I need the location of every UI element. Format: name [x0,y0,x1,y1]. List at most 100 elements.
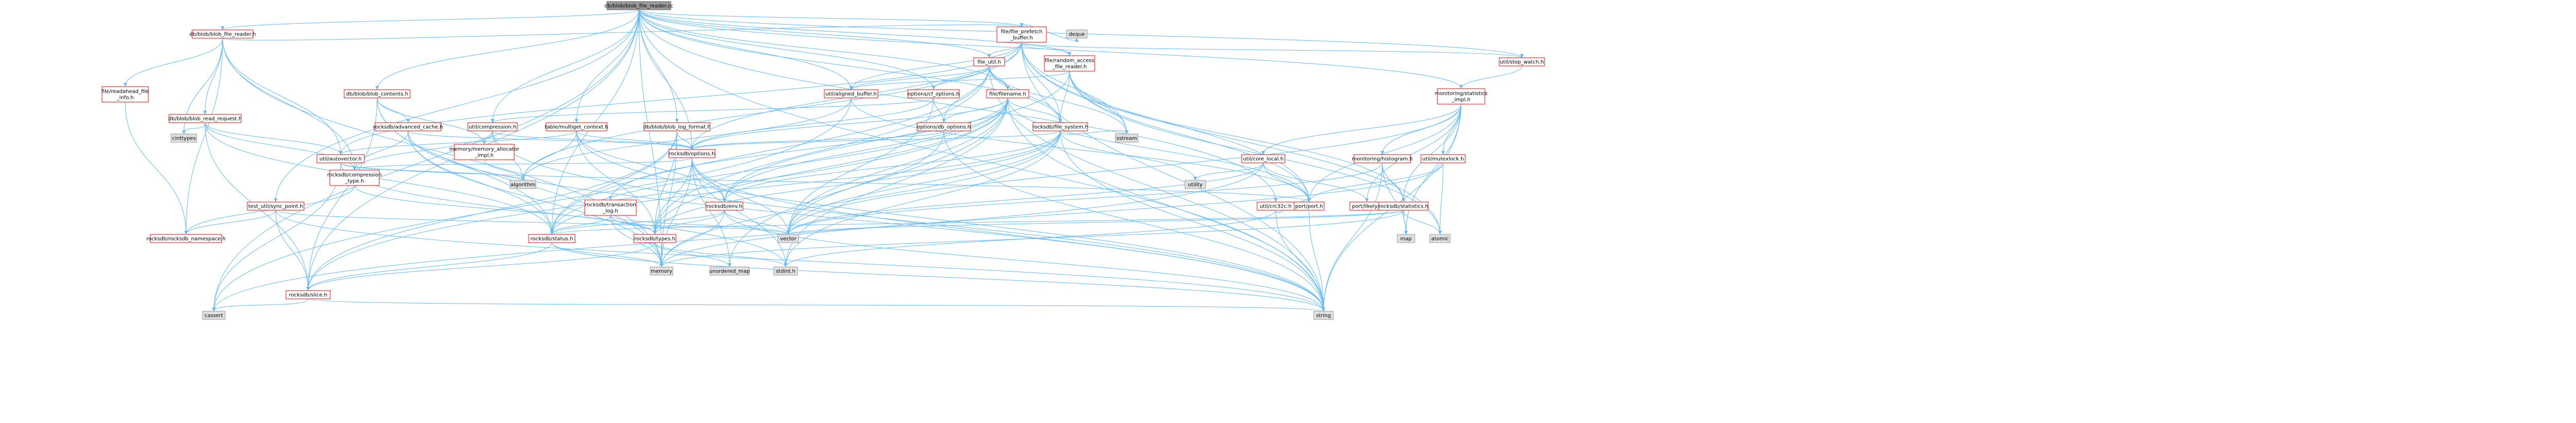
node-mutexlock-h[interactable]: util/mutexlock.h [1420,154,1466,163]
edge-filename_h-to-unordered_map [729,97,1008,267]
node-sstream: sstream [1115,133,1139,143]
node-box [454,144,515,160]
edge-root-to-file_util_h [638,9,990,58]
edge-sync_point_h-to-slice_h [275,210,309,291]
edge-status_h-to-slice_h [308,242,552,291]
node-env-h[interactable]: rocksdb/env.h [705,201,743,211]
node-label: vector [780,236,797,242]
edge-filename_h-to-string [1007,97,1324,312]
node-map: map [1397,234,1415,243]
edge-port_h-to-string [1309,210,1324,312]
node-label: rocksdb/env.h [706,204,742,210]
edge-random_access_file_reader_h-to-statistics_h [1069,71,1404,202]
node-cinttypes: cinttypes [171,133,197,143]
node-box [1294,201,1325,211]
node-aligned-buffer-h[interactable]: util/aligned_buffer.h [824,89,878,98]
edge-blob_file_reader_h-to-blob_read_request_h [205,38,223,115]
node-blob-contents-h[interactable]: db/blob/blob_contents.h [344,89,411,98]
edge-advanced_cache_h-to-compression_type_h [354,130,409,171]
node-label: rocksdb/file_system.h [1032,125,1088,130]
node-box [584,199,637,216]
node-types-h[interactable]: rocksdb/types.h [633,234,676,243]
edge-blob_file_reader_h-to-readahead_file_info_h [125,38,223,87]
edge-blob_log_format_h-to-types_h [654,130,677,235]
edge-file_prefetch_buffer_h-to-file_system_h [1021,42,1061,123]
edge-core_local_h-to-likely_h [1263,162,1367,202]
edge-statistics_impl_h-to-histogram_h [1382,104,1462,155]
node-compression-type-h[interactable]: rocksdb/compression_type.h [327,170,382,186]
edge-arrowhead-blob_file_reader_h-to-file_prefetch_buffer_h [1020,23,1024,27]
node-advanced-cache-h[interactable]: rocksdb/advanced_cache.h [373,122,443,131]
edge-root-to-blob_contents_h [377,9,639,90]
node-label: _buffer.h [1010,36,1032,41]
node-port-h[interactable]: port/port.h [1294,201,1325,211]
node-readahead-file-info-h[interactable]: file/readahead_file_info.h [101,86,149,103]
node-file-prefetch-buffer-h[interactable]: file/file_prefetch_buffer.h [996,26,1047,43]
edge-slice_h-to-cassert [213,298,309,312]
edge-core_local_h-to-utility [1195,162,1264,181]
node-label: _impl.h [474,153,494,159]
node-statistics-impl-h[interactable]: monitoring/statistics_impl.h [1435,88,1488,105]
node-label: deque [1069,32,1084,38]
edge-arrowhead-slice_h-to-cassert [212,308,216,311]
node-autovector-h[interactable]: util/autovector.h [316,154,365,163]
node-label: file/readahead_file [101,89,149,95]
node-label: algorithm [511,182,535,188]
node-file-util-h[interactable]: file_util.h [973,57,1005,66]
edge-readahead_file_info_h-to-rocksdb_namespace_h [125,101,187,235]
edge-statistics_h-to-atomic [1403,210,1440,235]
node-atomic: atomic [1429,234,1451,243]
node-label: atomic [1431,236,1449,242]
node-label: db/blob/blob_contents.h [346,92,409,97]
node-sync-point-h[interactable]: test_util/sync_point.h [247,201,304,211]
edge-types_h-to-stdint_h [654,242,786,267]
node-transaction-log-h[interactable]: rocksdb/transaction_log.h [584,199,637,216]
edge-multiget_context_h-to-types_h [576,130,655,235]
node-blob-log-format-h[interactable]: db/blob/blob_log_format.h [643,122,711,131]
node-cf-options-h[interactable]: options/cf_options.h [907,89,960,98]
node-status-h[interactable]: rocksdb/status.h [528,234,575,243]
node-box [1378,201,1429,211]
node-box [1499,57,1545,66]
node-multiget-context-h[interactable]: table/multiget_context.h [545,122,608,131]
node-rocksdb-namespace-h[interactable]: rocksdb/rocksdb_namespace.h [146,234,226,243]
edge-arrowhead-multiget_context_h-to-autovector_h [338,151,343,155]
edge-file_system_h-to-string [1060,130,1324,312]
node-file-system-h[interactable]: rocksdb/file_system.h [1032,122,1088,131]
edge-env_h-to-string [724,210,1324,312]
node-box [1420,154,1466,163]
node-options-h[interactable]: rocksdb/options.h [668,149,716,158]
node-statistics-h[interactable]: rocksdb/statistics.h [1378,201,1429,211]
node-label: rocksdb/compression [327,173,382,178]
edge-statistics_h-to-vector [788,210,1404,235]
edge-autovector_h-to-algorithm [340,162,523,181]
node-filename-h[interactable]: file/filename.h [986,89,1029,98]
edge-histogram_h-to-string [1323,162,1383,312]
edge-arrowhead-sync_point_h-to-rocksdb_namespace_h [184,231,188,234]
node-crc32c-h[interactable]: util/crc32c.h [1257,201,1295,211]
node-stop-watch-h[interactable]: util/stop_watch.h [1499,57,1545,66]
node-memory-allocator-impl-h[interactable]: memory/memory_allocator_impl.h [449,144,520,160]
node-blob-file-reader-h[interactable]: db/blob/blob_file_reader.h [189,29,256,39]
node-compression-h[interactable]: util/compression.h [467,122,518,131]
node-label: rocksdb/statistics.h [1379,204,1429,210]
edge-root-to-status_h [551,9,639,235]
edge-arrowhead-statistics_impl_h-to-mutexlock_h [1441,151,1445,155]
edge-root-to-aligned_buffer_h [638,9,852,90]
node-blob-read-request-h[interactable]: db/blob/blob_read_request.h [168,114,242,123]
edge-file_system_h-to-status_h [551,130,1061,235]
node-deque: deque [1066,29,1088,39]
node-core-local-h[interactable]: util/core_local.h [1241,154,1285,163]
edge-mutexlock_h-to-atomic [1439,162,1444,235]
edge-arrowhead-options_h-to-env_h [722,198,726,202]
node-random-access-file-reader-h[interactable]: file/random_access_file_reader.h [1044,55,1095,72]
node-db-options-h[interactable]: options/db_options.h [917,122,971,131]
edge-autovector_h-to-port_h [340,162,1310,202]
node-box [973,57,1005,66]
node-slice-h[interactable]: rocksdb/slice.h [285,290,331,299]
node-histogram-h[interactable]: monitoring/histogram.h [1352,154,1413,163]
edge-arrowhead-root-to-blob_file_reader_h [221,26,225,30]
node-root[interactable]: db/blob/blob_file_reader.cc [604,1,673,10]
edge-options_h-to-stdint_h [691,157,786,267]
node-label: util/crc32c.h [1260,204,1292,210]
